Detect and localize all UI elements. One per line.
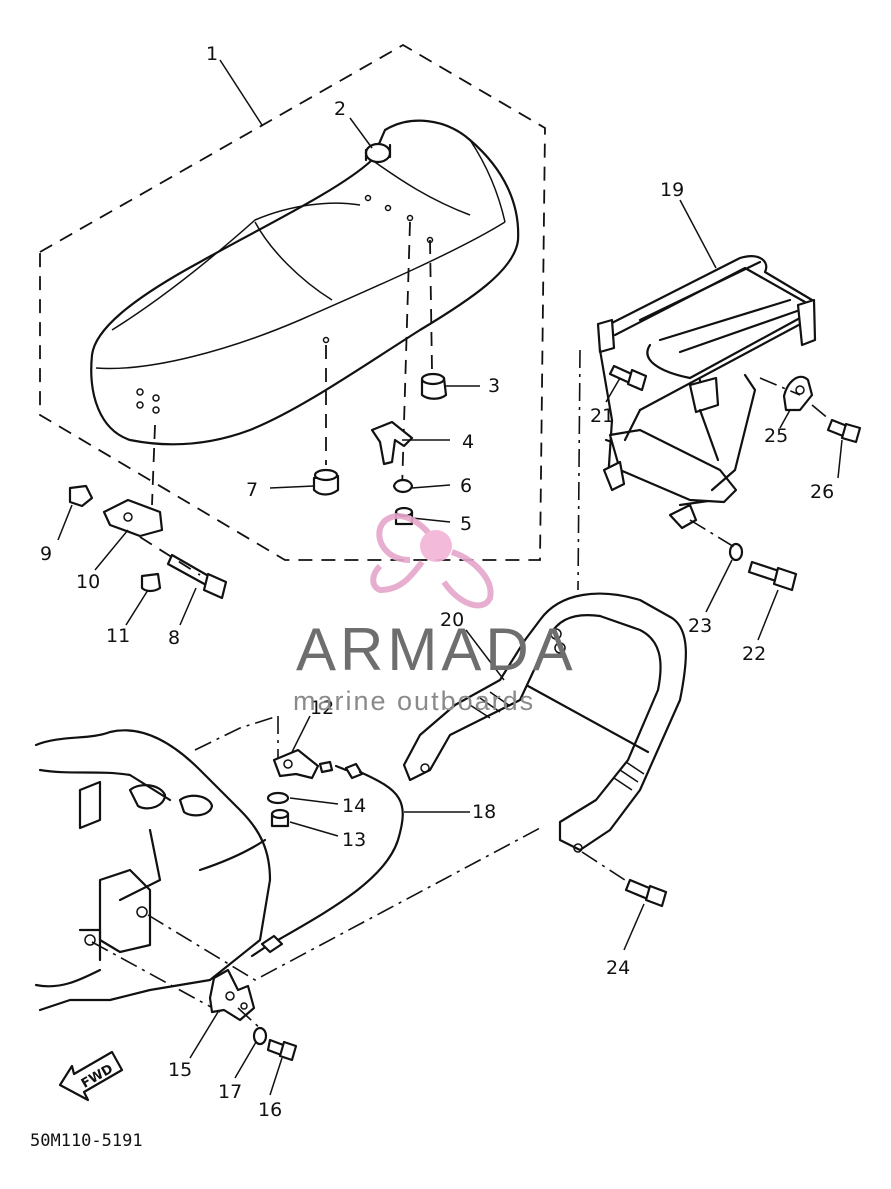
bolt-26 (826, 418, 862, 444)
callout-21: 21 (590, 405, 614, 427)
bolt-21 (608, 364, 648, 392)
bolt-13 (270, 808, 290, 828)
callout-10: 10 (76, 571, 100, 593)
rear-carrier (596, 255, 817, 530)
callout-13: 13 (342, 829, 366, 851)
callout-11: 11 (106, 625, 130, 647)
propeller-hub (420, 530, 452, 562)
bolt-16 (266, 1038, 298, 1062)
washer-14 (266, 791, 290, 805)
propeller-blade-left (370, 560, 425, 594)
callout-4: 4 (462, 431, 474, 453)
callout-14: 14 (342, 795, 366, 817)
callout-8: 8 (168, 627, 180, 649)
callout-12: 12 (310, 697, 334, 719)
bolt-8 (166, 553, 228, 600)
fwd-arrow-icon: FWD (58, 1050, 124, 1102)
collar-11 (140, 572, 162, 593)
watermark: ARMADA marine outboards (293, 513, 577, 716)
bracket-10 (102, 498, 164, 538)
damper-3 (420, 372, 448, 400)
callout-19: 19 (660, 179, 684, 201)
propeller-logo-icon (370, 513, 494, 609)
seat-lock-cable (250, 762, 404, 958)
callout-18: 18 (472, 801, 496, 823)
bolt-22 (747, 560, 798, 592)
seat-lock-12 (272, 748, 334, 780)
nut-9 (68, 484, 94, 508)
seat-hook (364, 142, 392, 164)
callout-9: 9 (40, 543, 52, 565)
callout-1: 1 (206, 43, 218, 65)
callout-22: 22 (742, 643, 766, 665)
bracket-4 (370, 420, 414, 466)
callout-5: 5 (460, 513, 472, 535)
washer-17 (252, 1026, 268, 1046)
callout-17: 17 (218, 1081, 242, 1103)
lock-bracket-15 (208, 968, 256, 1022)
drawing-code: 50M110-5191 (30, 1131, 143, 1151)
callout-25: 25 (764, 425, 788, 447)
callout-24: 24 (606, 957, 630, 979)
watermark-tagline: marine outboards (293, 686, 535, 716)
callout-26: 26 (810, 481, 834, 503)
leader-lines (57, 59, 843, 1096)
frame (34, 729, 272, 1012)
seat-assembly-outline (39, 43, 546, 561)
callout-20: 20 (440, 609, 464, 631)
propeller-blade-top (376, 513, 437, 563)
damper-7 (312, 468, 340, 496)
seat (90, 119, 520, 446)
nut-6 (392, 478, 414, 494)
watermark-brand: ARMADA (296, 616, 577, 683)
callout-15: 15 (168, 1059, 192, 1081)
callout-7: 7 (246, 479, 258, 501)
callout-2: 2 (334, 98, 346, 120)
callout-3: 3 (488, 375, 500, 397)
callout-16: 16 (258, 1099, 282, 1121)
callout-6: 6 (460, 475, 472, 497)
propeller-blade-right (441, 549, 494, 609)
callout-23: 23 (688, 615, 712, 637)
callout-labels: 1 2 3 4 5 6 7 8 9 10 11 12 13 14 15 16 1… (40, 43, 834, 1121)
grab-bar (402, 592, 687, 853)
bolt-24 (624, 878, 668, 908)
washer-23 (728, 542, 744, 562)
